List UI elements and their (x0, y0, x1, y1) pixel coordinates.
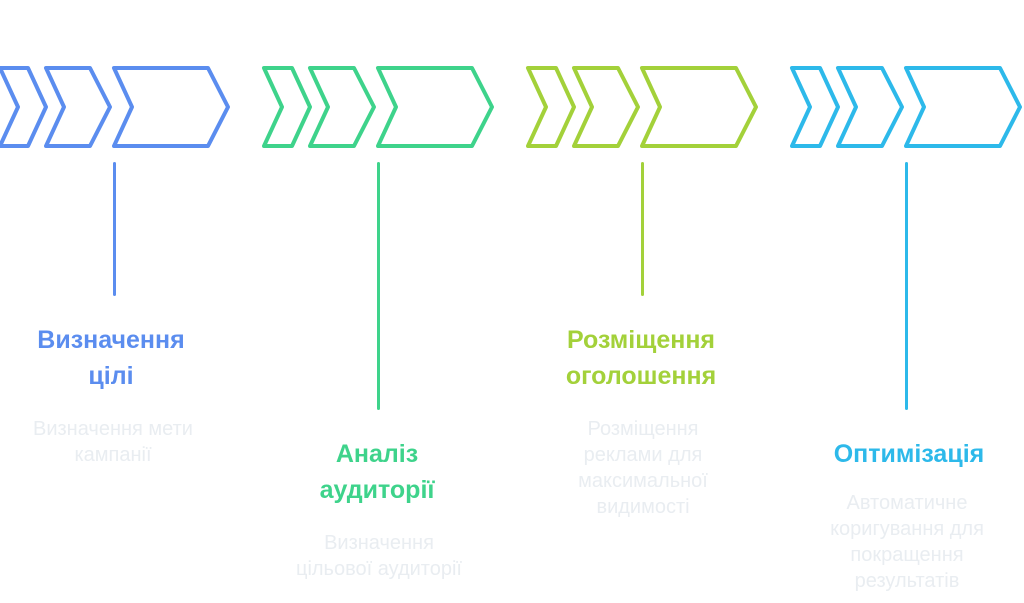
step-description: Розміщення реклами для максимальної види… (523, 416, 763, 520)
step-title-line: Оптимізація (833, 440, 985, 468)
step-title-line: Аналіз (335, 440, 419, 468)
step-description-line: покращення (850, 544, 964, 566)
step-description: Визначення цільової аудиторії (259, 530, 499, 582)
step-description-line: видимості (596, 496, 690, 518)
step-description-line: цільової аудиторії (295, 558, 462, 580)
step-title-line: оголошення (565, 362, 717, 390)
step-title: Аналіз аудиторії (257, 436, 497, 508)
step-description: Визначення мети кампанії (0, 416, 233, 468)
step-optimization: Оптимізація Автоматичне коригування для … (789, 0, 1024, 603)
step-description-line: кампанії (74, 444, 152, 466)
step-description-line: Визначення (324, 532, 434, 554)
connector-line (377, 162, 380, 410)
step-title: Розміщення оголошення (521, 322, 761, 394)
step-title-line: цілі (88, 362, 134, 390)
step-description-line: реклами для (583, 444, 703, 466)
step-audience-analysis: Аналіз аудиторії Визначення цільової ауд… (262, 0, 504, 603)
step-ad-placement: Розміщення оголошення Розміщення реклами… (526, 0, 768, 603)
step-title-line: аудиторії (319, 476, 435, 504)
step-description: Автоматичне коригування для покращення р… (787, 490, 1024, 594)
step-description-line: Розміщення (587, 418, 699, 440)
chevron-arrows-icon (262, 66, 494, 148)
chevron-arrows-icon (0, 66, 230, 148)
chevron-arrows-icon (526, 66, 758, 148)
step-title: Оптимізація (789, 436, 1024, 472)
connector-line (905, 162, 908, 410)
step-define-goal: Визначення цілі Визначення мети кампанії (0, 0, 240, 603)
step-description-line: максимальної (578, 470, 708, 492)
step-description-line: коригування для (830, 518, 984, 540)
step-title: Визначення цілі (0, 322, 231, 394)
step-description-line: результатів (854, 570, 960, 592)
step-description-line: Автоматичне (846, 492, 968, 514)
connector-line (113, 162, 116, 296)
step-title-line: Розміщення (566, 326, 716, 354)
step-title-line: Визначення (37, 326, 185, 354)
connector-line (641, 162, 644, 296)
chevron-arrows-icon (790, 66, 1022, 148)
step-description-line: Визначення мети (33, 418, 193, 440)
